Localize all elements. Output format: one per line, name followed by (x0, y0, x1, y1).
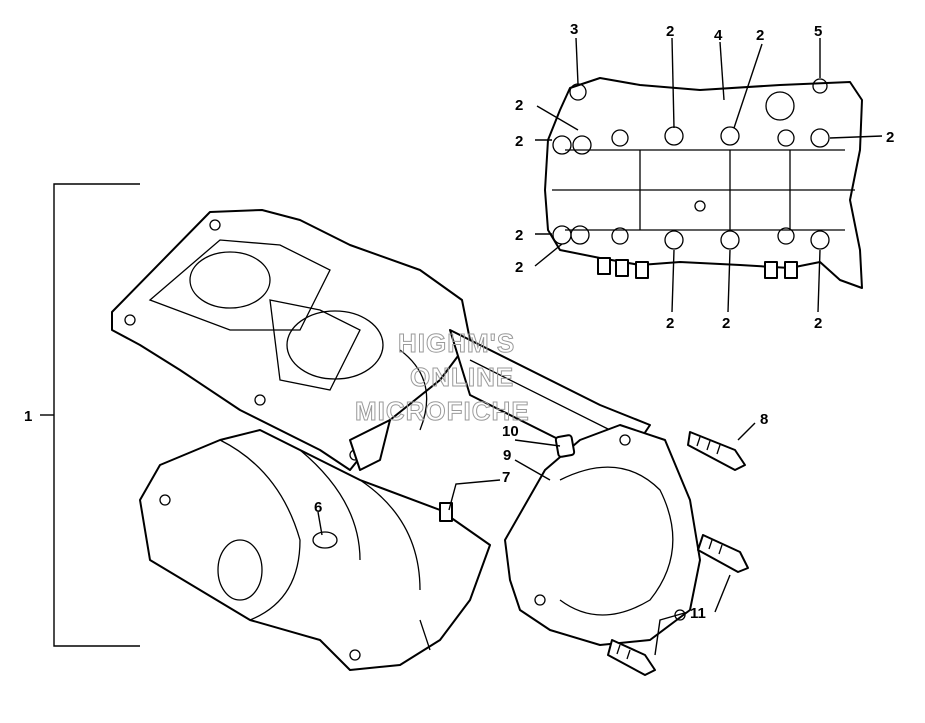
callout-2[interactable]: 2 (722, 315, 730, 332)
callout-5[interactable]: 5 (814, 23, 822, 40)
assembly-bracket (40, 183, 140, 647)
watermark-line-2: ONLINE (410, 362, 514, 392)
callout-3[interactable]: 3 (570, 21, 578, 38)
callout-2[interactable]: 2 (886, 129, 894, 146)
upper-crankcase (111, 209, 471, 471)
callout-2[interactable]: 2 (515, 97, 523, 114)
callout-4[interactable]: 4 (714, 27, 723, 44)
callout-2[interactable]: 2 (515, 227, 523, 244)
callout-7[interactable]: 7 (502, 469, 510, 486)
callout-2[interactable]: 2 (666, 315, 674, 332)
callout-9[interactable]: 9 (503, 447, 511, 464)
watermark-line-1: HIGHM'S (398, 328, 515, 358)
bolt-11-upper (697, 534, 749, 573)
callout-2[interactable]: 2 (756, 27, 764, 44)
callout-10[interactable]: 10 (502, 423, 519, 440)
bolt-8 (687, 431, 746, 471)
leader-lines (317, 37, 883, 656)
plug-part (554, 434, 576, 458)
watermark: HIGHM'S ONLINE MICROFICHE (355, 328, 530, 427)
callout-1[interactable]: 1 (24, 408, 32, 425)
callout-2[interactable]: 2 (515, 259, 523, 276)
callout-6[interactable]: 6 (314, 499, 322, 516)
upper-right-housing (544, 77, 863, 289)
callout-2[interactable]: 2 (515, 133, 523, 150)
callout-8[interactable]: 8 (760, 411, 768, 428)
bolt-11-lower (607, 639, 656, 676)
watermark-line-3: MICROFICHE (355, 396, 530, 426)
callout-2[interactable]: 2 (666, 23, 674, 40)
callout-11[interactable]: 11 (690, 605, 706, 622)
callout-2[interactable]: 2 (814, 315, 822, 332)
side-cover (504, 424, 701, 646)
lower-crankcase (139, 429, 491, 671)
